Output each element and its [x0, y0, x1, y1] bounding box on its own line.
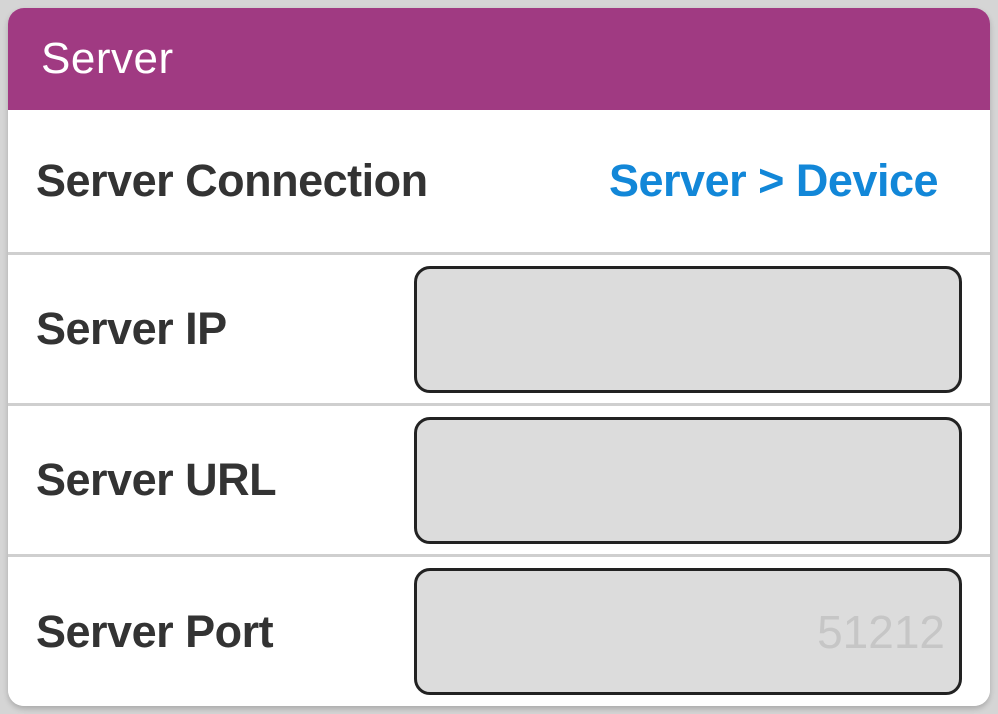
server-port-label: Server Port [36, 605, 274, 657]
server-port-input[interactable] [414, 568, 962, 695]
server-settings-card: Server Server Connection Server > Device… [8, 8, 990, 706]
card-header: Server [8, 8, 990, 110]
server-connection-label: Server Connection [36, 155, 428, 206]
server-connection-value[interactable]: Server > Device [608, 155, 939, 206]
server-port-row: Server Port [8, 557, 990, 706]
card-title: Server [41, 34, 174, 83]
server-url-input[interactable] [414, 416, 962, 544]
server-url-row: Server URL [8, 406, 990, 557]
server-ip-row: Server IP [8, 255, 990, 406]
server-connection-row[interactable]: Server Connection Server > Device [8, 110, 990, 255]
server-ip-input[interactable] [414, 265, 962, 393]
server-url-label: Server URL [36, 454, 277, 505]
server-ip-label: Server IP [36, 303, 227, 354]
